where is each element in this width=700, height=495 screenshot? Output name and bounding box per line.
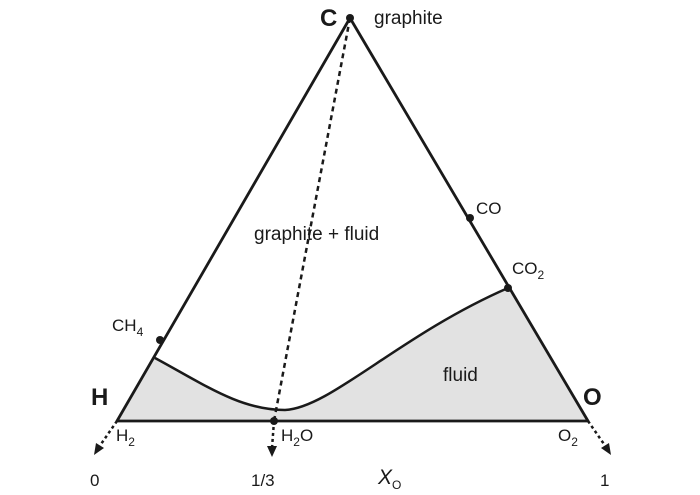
point-ch4 <box>156 336 164 344</box>
axis-arrows <box>97 420 608 449</box>
axis-tick-1-3: 1/3 <box>251 471 275 490</box>
axis-arrow-left <box>97 420 119 448</box>
species-label-o2: O2 <box>558 426 578 449</box>
axis-variable-label: XO <box>377 466 401 492</box>
graphite-fluid-region-label: graphite + fluid <box>254 224 379 245</box>
species-label-h2: H2 <box>116 426 135 449</box>
vertex-label-c: C <box>320 5 337 32</box>
species-label-co: CO <box>476 199 502 218</box>
fluid-boundary-curve <box>154 286 509 412</box>
species-label-ch4: CH4 <box>112 316 144 339</box>
fluid-region <box>117 288 588 421</box>
axis-arrow-middle <box>270 420 276 449</box>
species-label-h2o: H2O <box>281 426 313 449</box>
composition-points <box>156 14 512 425</box>
point-graphite <box>346 14 354 22</box>
point-h2o <box>270 417 278 425</box>
axis-arrow-right <box>586 420 608 448</box>
axis-arrowheads <box>94 443 611 457</box>
vertex-label-o: O <box>583 384 602 411</box>
graphite-label: graphite <box>374 8 443 29</box>
species-label-co2: CO2 <box>512 259 545 282</box>
vertex-label-h: H <box>91 384 108 411</box>
axis-arrowhead-left <box>94 443 104 455</box>
graphite-h2o-tie-line <box>272 17 352 422</box>
point-co2 <box>504 284 512 292</box>
axis-arrowhead-right <box>601 443 611 455</box>
point-co <box>466 214 474 222</box>
axis-tick-0: 0 <box>90 471 99 490</box>
axis-arrowhead-middle <box>267 446 277 457</box>
fluid-region-label: fluid <box>443 365 478 386</box>
axis-tick-1: 1 <box>600 471 609 490</box>
